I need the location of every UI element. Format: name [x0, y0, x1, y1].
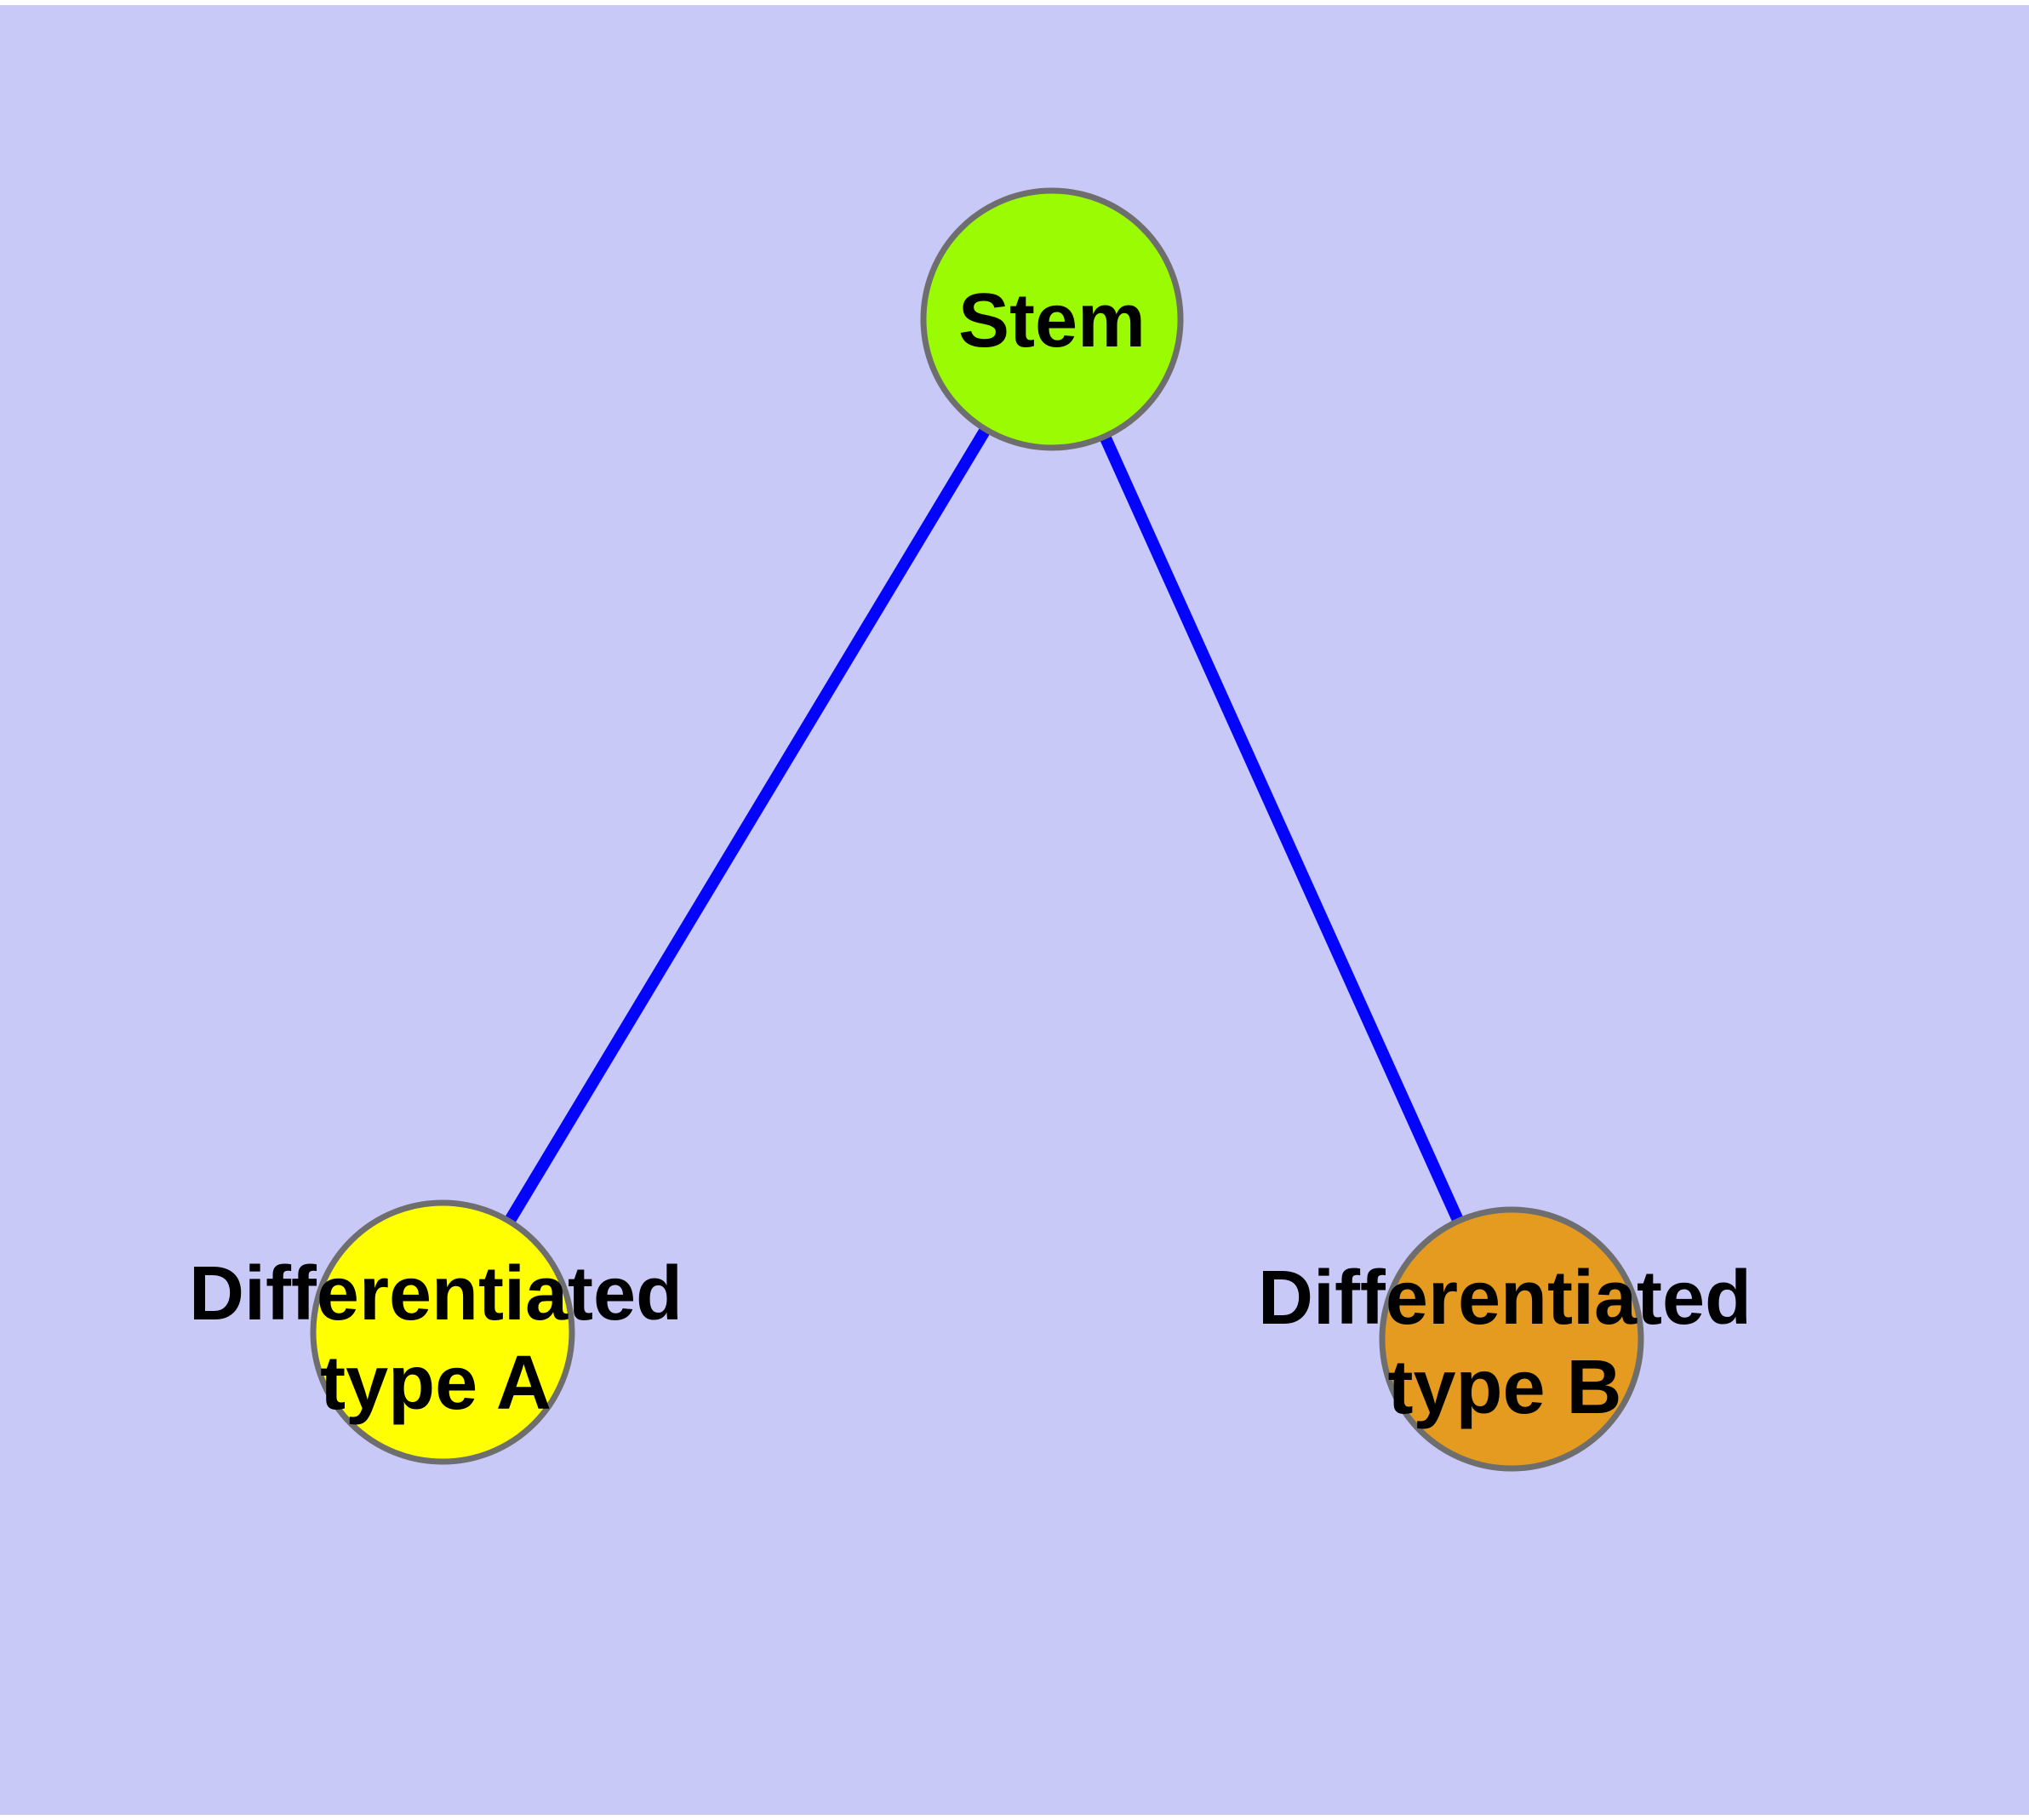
node-type-b-label-line2: type B — [1387, 1345, 1621, 1430]
node-type-a-label-line2: type A — [320, 1341, 552, 1426]
nodes — [310, 187, 1644, 1472]
node-type-b-label-line1: Differentiated — [1258, 1256, 1752, 1341]
node-differentiated-type-b — [1379, 1206, 1644, 1472]
node-labels: Stem Differentiated type A Differentiate… — [189, 278, 1752, 1430]
node-stem — [920, 187, 1184, 451]
edge-stem-to-type-b — [1046, 317, 1517, 1342]
node-differentiated-type-a — [310, 1199, 575, 1465]
node-stem-label: Stem — [958, 278, 1146, 363]
edges — [437, 316, 1517, 1342]
node-type-a-label-line1: Differentiated — [189, 1251, 683, 1336]
edge-stem-to-type-a — [437, 316, 1057, 1336]
